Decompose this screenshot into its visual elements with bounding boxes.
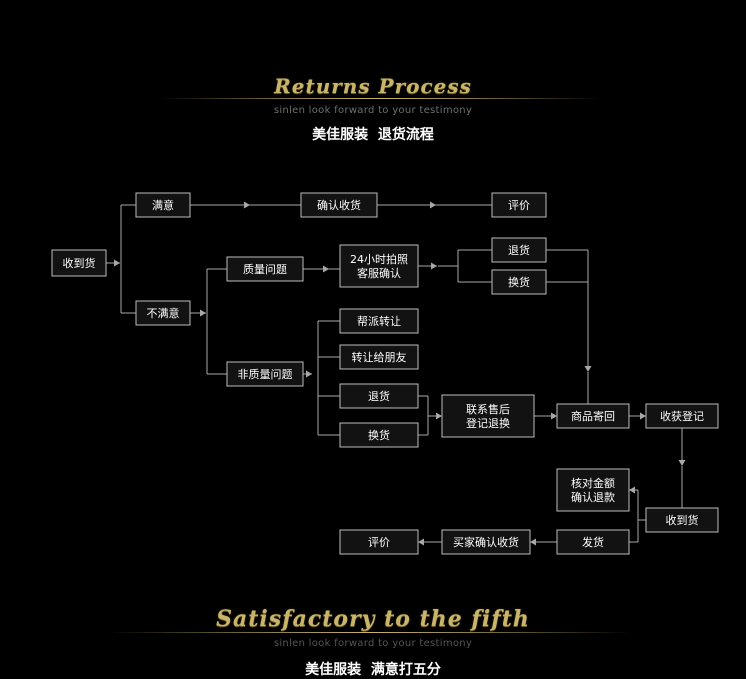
flow-node-label: 收获登记 bbox=[660, 409, 704, 423]
flow-node-box bbox=[556, 529, 630, 555]
flow-node-box bbox=[556, 468, 630, 512]
flow-node-receive2: 收到货 bbox=[645, 507, 719, 533]
flow-node-label: 客服确认 bbox=[357, 266, 401, 280]
flow-node-label: 退货 bbox=[508, 243, 530, 257]
flow-node-label: 非质量问题 bbox=[238, 368, 293, 381]
arrow-right bbox=[200, 309, 206, 317]
arrow-right bbox=[436, 412, 442, 420]
flow-node-box bbox=[491, 269, 547, 295]
footer-brand: 美佳服装 bbox=[305, 662, 362, 678]
flow-node-label: 收到货 bbox=[63, 256, 96, 270]
flow-node-label: 核对金额 bbox=[571, 476, 615, 490]
footer-title-cn: 美佳服装 满意打五分 bbox=[0, 659, 746, 679]
flow-node-box bbox=[339, 422, 419, 448]
header-process: 退货流程 bbox=[377, 127, 434, 143]
arrow-left bbox=[629, 486, 635, 494]
flow-node-unsatisfied: 不满意 bbox=[135, 300, 191, 326]
flow-nodes: 收到货满意确认收货评价不满意质量问题24小时拍照客服确认退货换货非质量问题帮派转… bbox=[51, 192, 719, 555]
flow-node-box bbox=[441, 394, 535, 438]
flow-connectors bbox=[106, 201, 686, 546]
arrow-left bbox=[418, 538, 424, 546]
flow-node-label: 确认收货 bbox=[317, 198, 361, 212]
flow-node-label: 换货 bbox=[368, 428, 390, 442]
flow-node-return2: 退货 bbox=[339, 383, 419, 409]
flow-node-label: 评价 bbox=[508, 199, 530, 212]
arrow-down bbox=[678, 460, 686, 466]
flow-node-box bbox=[339, 529, 419, 555]
flow-node-label: 联系售后 bbox=[466, 402, 510, 416]
footer-divider bbox=[110, 632, 630, 633]
arrow-right bbox=[640, 412, 646, 420]
flow-node-box bbox=[556, 403, 630, 429]
flow-node-box bbox=[339, 244, 419, 288]
flow-node-label: 登记退换 bbox=[466, 416, 510, 430]
flow-node-box bbox=[135, 300, 191, 326]
flow-node-label: 帮派转让 bbox=[357, 314, 401, 328]
flow-node-box bbox=[491, 192, 547, 218]
flow-node-box bbox=[135, 192, 191, 218]
flow-node-exchange1: 换货 bbox=[491, 269, 547, 295]
flow-node-label: 确认退款 bbox=[571, 490, 615, 504]
returns-flowchart: 收到货满意确认收货评价不满意质量问题24小时拍照客服确认退货换货非质量问题帮派转… bbox=[51, 192, 719, 555]
flow-node-box bbox=[491, 237, 547, 263]
flow-node-label: 满意 bbox=[152, 198, 174, 212]
arrow-right bbox=[244, 201, 250, 209]
flow-node-satisfied: 满意 bbox=[135, 192, 191, 218]
flow-node-box bbox=[645, 507, 719, 533]
flow-node-review1: 评价 bbox=[491, 192, 547, 218]
flow-node-box bbox=[226, 256, 304, 282]
flow-node-buyer-confirm: 买家确认收货 bbox=[441, 529, 531, 555]
flow-node-box bbox=[51, 249, 107, 277]
flow-node-non-quality: 非质量问题 bbox=[226, 361, 304, 387]
flow-node-label: 24小时拍照 bbox=[350, 252, 408, 266]
flow-node-box bbox=[645, 403, 719, 429]
flow-node-quality: 质量问题 bbox=[226, 256, 304, 282]
arrow-right bbox=[430, 201, 436, 209]
arrow-left bbox=[530, 538, 536, 546]
flow-node-box bbox=[339, 383, 419, 409]
flow-node-label: 收到货 bbox=[666, 513, 699, 527]
footer-rating: 满意打五分 bbox=[370, 662, 441, 678]
flow-node-box bbox=[441, 529, 531, 555]
header-subtitle: sinlen look forward to your testimony bbox=[273, 105, 473, 116]
arrow-down bbox=[584, 366, 592, 372]
flow-node-label: 不满意 bbox=[147, 306, 180, 320]
flow-node-exchange2: 换货 bbox=[339, 422, 419, 448]
flow-node-receive: 收到货 bbox=[51, 249, 107, 277]
flow-node-box bbox=[226, 361, 304, 387]
header-title-en: Returns Process bbox=[274, 74, 472, 98]
header-brand: 美佳服装 bbox=[312, 127, 369, 143]
arrow-right bbox=[114, 259, 120, 267]
flow-node-confirm-receipt: 确认收货 bbox=[300, 192, 378, 218]
flow-node-label: 退货 bbox=[368, 389, 390, 403]
flow-node-send-back: 商品寄回 bbox=[556, 403, 630, 429]
flow-node-box bbox=[300, 192, 378, 218]
flow-node-box bbox=[339, 308, 419, 334]
header-title-cn: 美佳服装 退货流程 bbox=[0, 124, 746, 144]
flow-node-label: 转让给朋友 bbox=[352, 350, 407, 364]
flow-node-return1: 退货 bbox=[491, 237, 547, 263]
footer-subtitle: sinlen look forward to your testimony bbox=[273, 638, 473, 649]
footer-title-en: Satisfactory to the fifth bbox=[216, 606, 530, 632]
flow-node-ship: 发货 bbox=[556, 529, 630, 555]
flow-node-label: 商品寄回 bbox=[571, 409, 615, 423]
flow-node-label: 评价 bbox=[368, 536, 390, 549]
arrow-right bbox=[323, 265, 329, 273]
arrow-right bbox=[306, 370, 312, 378]
header-divider bbox=[160, 98, 600, 99]
flow-node-label: 质量问题 bbox=[243, 263, 287, 276]
arrow-right bbox=[551, 412, 557, 420]
flow-node-label: 换货 bbox=[508, 275, 530, 289]
flow-node-label: 发货 bbox=[582, 535, 604, 549]
flow-node-receive-register: 收获登记 bbox=[645, 403, 719, 429]
flow-node-label: 买家确认收货 bbox=[453, 535, 519, 549]
flow-node-box bbox=[339, 344, 419, 370]
flow-node-review2: 评价 bbox=[339, 529, 419, 555]
flow-node-help-transfer: 帮派转让 bbox=[339, 308, 419, 334]
arrow-right bbox=[431, 262, 437, 270]
flow-node-transfer-friend: 转让给朋友 bbox=[339, 344, 419, 370]
